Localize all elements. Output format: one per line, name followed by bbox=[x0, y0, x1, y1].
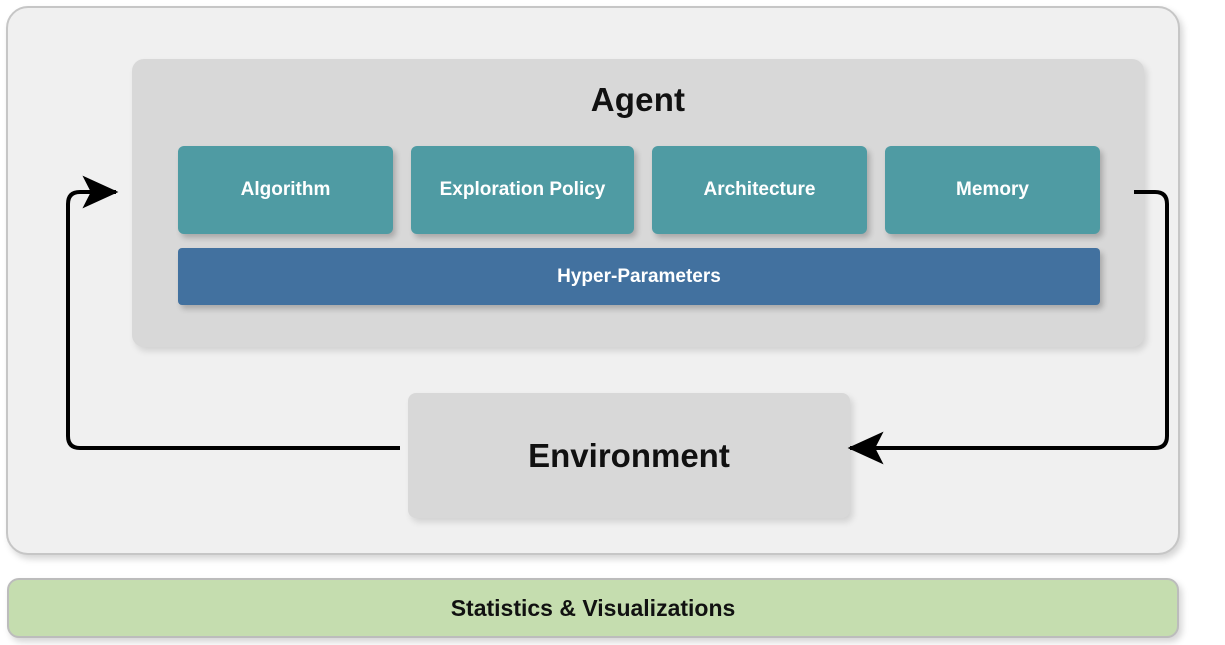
agent-component-algorithm[interactable]: Algorithm bbox=[178, 146, 394, 234]
agent-component-architecture[interactable]: Architecture bbox=[651, 146, 867, 234]
environment-box[interactable]: Environment bbox=[408, 393, 850, 518]
agent-components-row: Algorithm Exploration Policy Architectur… bbox=[178, 146, 1100, 234]
hyper-parameters-bar[interactable]: Hyper-Parameters bbox=[178, 248, 1100, 305]
agent-component-memory[interactable]: Memory bbox=[884, 146, 1100, 234]
statistics-visualizations-bar[interactable]: Statistics & Visualizations bbox=[7, 578, 1179, 638]
agent-panel: Agent Algorithm Exploration Policy Archi… bbox=[132, 59, 1144, 347]
framework-container: Agent Algorithm Exploration Policy Archi… bbox=[6, 6, 1180, 555]
agent-component-exploration-policy[interactable]: Exploration Policy bbox=[411, 146, 634, 234]
agent-panel-title: Agent bbox=[590, 81, 686, 118]
